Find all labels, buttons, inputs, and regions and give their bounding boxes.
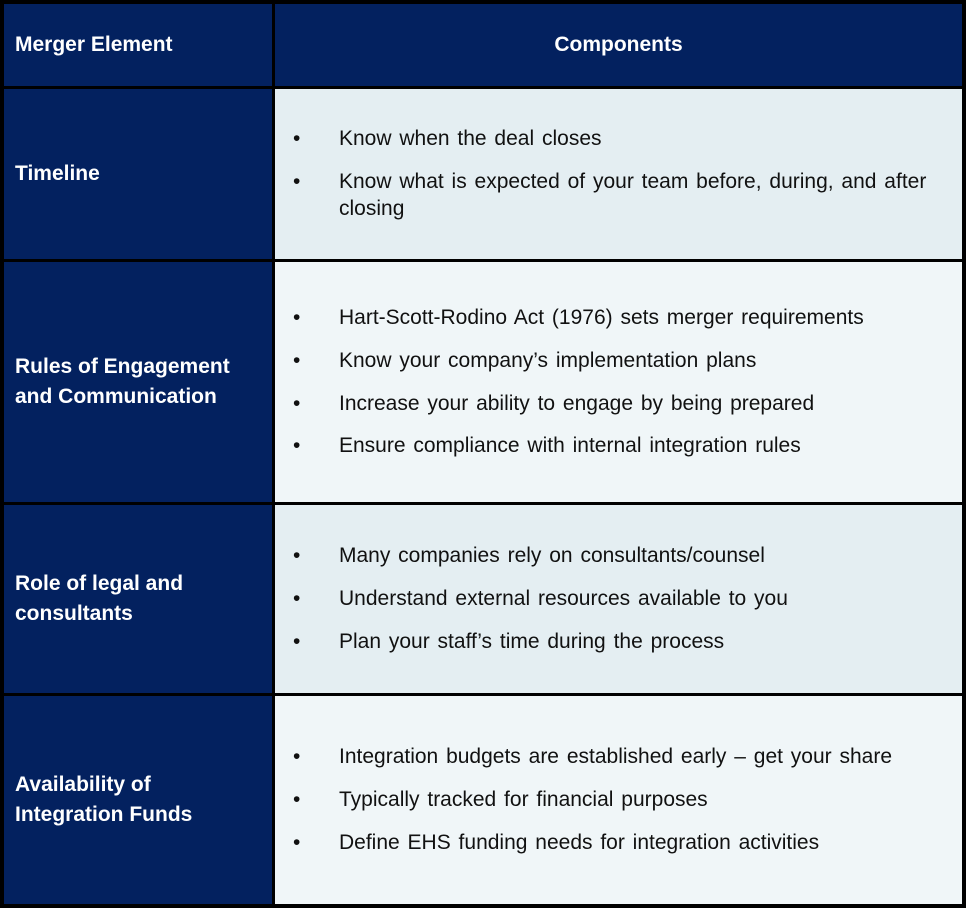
list-item: • Hart-Scott-Rodino Act (1976) sets merge… <box>275 304 954 332</box>
component-text: Know when the deal closes <box>339 126 602 150</box>
component-text: Typically tracked for financial purposes <box>339 788 708 812</box>
list-item: • Increase your ability to engage by bein… <box>275 390 954 418</box>
column-header-merger-element-label: Merger Element <box>15 33 173 56</box>
merger-element-cell: Role of legal and consultants <box>4 505 272 693</box>
list-item: • Plan your staff’s time during the proce… <box>275 628 954 656</box>
component-text: Many companies rely on consultants/couns… <box>339 544 765 568</box>
list-item: • Typically tracked for financial purpose… <box>275 786 954 814</box>
column-header-components-label: Components <box>554 33 683 56</box>
list-item: • Many companies rely on consultants/coun… <box>275 542 954 570</box>
bullet-icon: • <box>293 587 301 611</box>
list-item: • Ensure compliance with internal integra… <box>275 432 954 460</box>
bullet-icon: • <box>293 629 301 653</box>
components-cell: • Hart-Scott-Rodino Act (1976) sets merge… <box>275 262 962 502</box>
merger-element-label: Availability of Integration Funds <box>15 772 193 826</box>
components-cell: • Know when the deal closes • Know what is … <box>275 89 962 259</box>
component-text: Integration budgets are established earl… <box>339 745 893 769</box>
components-cell: • Integration budgets are established ear… <box>275 696 962 904</box>
list-item: • Integration budgets are established ear… <box>275 743 954 771</box>
merger-element-label: Rules of Engagement and Communication <box>15 354 230 408</box>
bullet-icon: • <box>293 305 301 329</box>
merger-element-label: Role of legal and consultants <box>15 571 184 625</box>
component-text: Ensure compliance with internal integrat… <box>339 434 801 458</box>
component-text: Know what is expected of your team befor… <box>339 169 927 221</box>
bullet-icon: • <box>293 788 301 812</box>
bullet-icon: • <box>293 126 301 150</box>
components-cell: • Many companies rely on consultants/coun… <box>275 505 962 693</box>
list-item: • Understand external resources available… <box>275 585 954 613</box>
bullet-icon: • <box>293 391 301 415</box>
components-list: • Many companies rely on consultants/coun… <box>275 527 954 671</box>
merger-element-cell: Availability of Integration Funds <box>4 696 272 904</box>
component-text: Understand external resources available … <box>339 587 788 611</box>
component-text: Plan your staff’s time during the proces… <box>339 629 725 653</box>
bullet-icon: • <box>293 745 301 769</box>
merger-element-label: Timeline <box>15 161 100 185</box>
components-list: • Hart-Scott-Rodino Act (1976) sets merge… <box>275 289 954 476</box>
bullet-icon: • <box>293 544 301 568</box>
components-list: • Integration budgets are established ear… <box>275 728 954 872</box>
bullet-icon: • <box>293 348 301 372</box>
component-text: Increase your ability to engage by being… <box>339 391 815 415</box>
components-list: • Know when the deal closes • Know what is … <box>275 110 954 239</box>
list-item: • Define EHS funding needs for integratio… <box>275 829 954 857</box>
merger-element-cell: Timeline <box>4 89 272 259</box>
column-header-components: Components <box>275 4 962 86</box>
component-text: Know your company’s implementation plans <box>339 348 757 372</box>
component-text: Hart-Scott-Rodino Act (1976) sets merger… <box>339 305 864 329</box>
bullet-icon: • <box>293 830 301 854</box>
component-text: Define EHS funding needs for integration… <box>339 830 820 854</box>
merger-element-cell: Rules of Engagement and Communication <box>4 262 272 502</box>
list-item: • Know your company’s implementation plan… <box>275 347 954 375</box>
list-item: • Know what is expected of your team befo… <box>275 168 954 224</box>
bullet-icon: • <box>293 169 301 193</box>
bullet-icon: • <box>293 434 301 458</box>
column-header-merger-element: Merger Element <box>4 4 272 86</box>
list-item: • Know when the deal closes <box>275 125 954 153</box>
